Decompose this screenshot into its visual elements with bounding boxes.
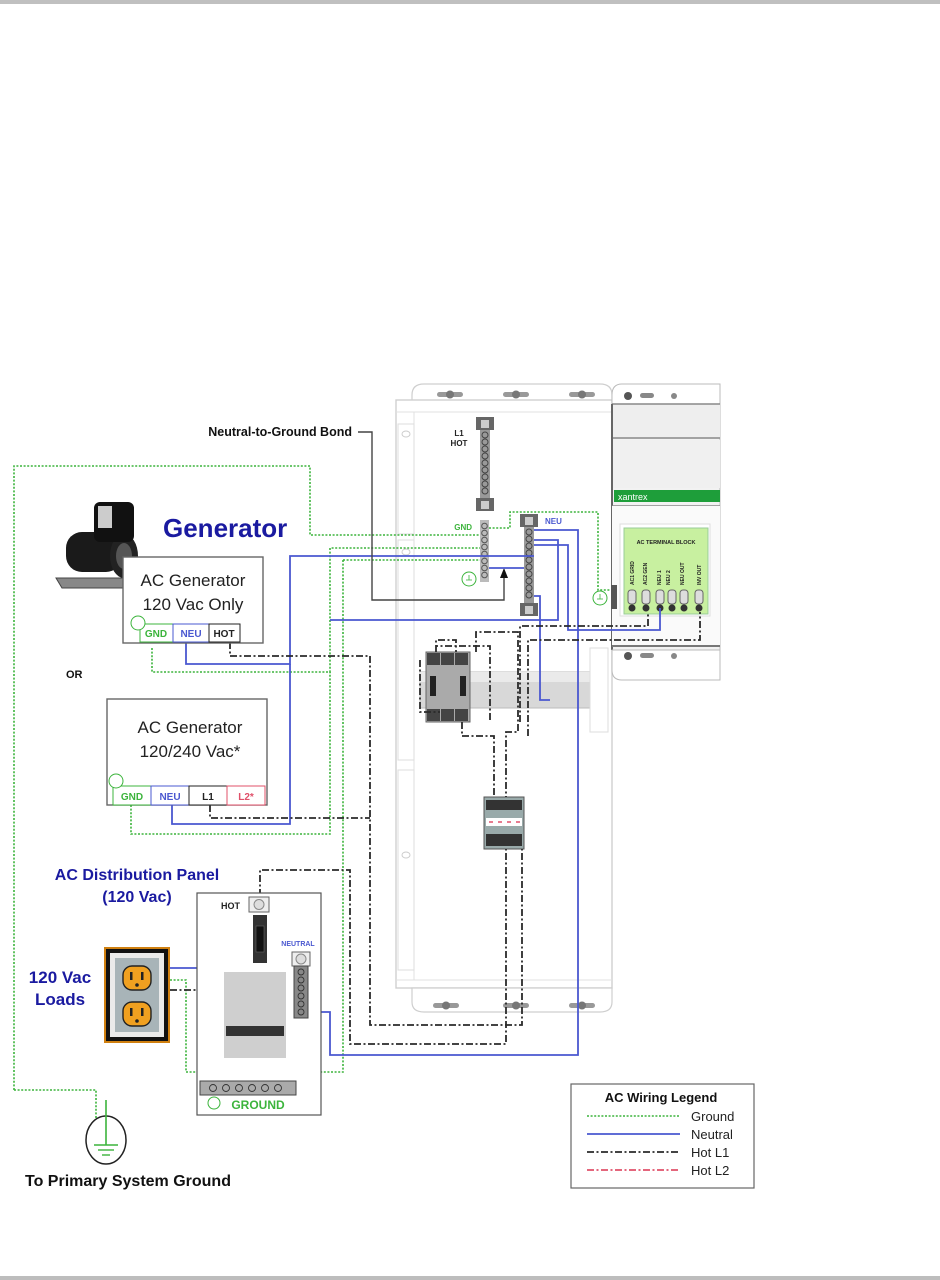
- gnd-bus-label: GND: [454, 523, 472, 532]
- hot-l1-wire: [527, 612, 701, 736]
- neutral-wire: [534, 595, 550, 701]
- inverter-ground-lug: [611, 585, 617, 609]
- l1-bus-label-1: L1: [454, 429, 464, 438]
- dist-ground-label: GROUND: [231, 1098, 285, 1112]
- ground-wire: [14, 1089, 97, 1120]
- neutral-ground-bond-line: [358, 431, 505, 601]
- branch-breaker-block: [483, 796, 525, 850]
- distribution-panel: HOT NEUTRAL GROUND: [196, 892, 322, 1116]
- loads-label-1: 120 Vac: [29, 968, 91, 987]
- hot-l1-wire: [209, 805, 370, 819]
- dist-branch-breaker: [226, 1026, 284, 1036]
- terminal-label: NEU 2: [666, 570, 672, 585]
- distribution-panel-title-2: (120 Vac): [102, 889, 171, 906]
- page-bottom-rule: [0, 1276, 940, 1280]
- hot-l1-wire: [259, 849, 507, 1045]
- terminal-label: AC2 GEN: [643, 562, 649, 585]
- legend-label: Hot L1: [691, 1145, 729, 1160]
- hot-l1-wire: [475, 631, 519, 797]
- duplex-outlet-icon: [104, 947, 170, 1043]
- mounting-screw-icon: [503, 390, 529, 399]
- neutral-wire: [330, 539, 559, 621]
- dist-neutral-label: NEUTRAL: [281, 941, 315, 948]
- ground-bus-bar: [480, 520, 489, 582]
- terminal-label: NEU OUT: [680, 563, 686, 586]
- ground-wire: [13, 465, 480, 1090]
- ground-symbol-icon: [592, 590, 608, 606]
- terminal-screws: [627, 589, 704, 612]
- gen1-terminal-neu: NEU: [180, 629, 201, 640]
- gen2-title-1: AC Generator: [138, 718, 243, 737]
- legend-title: AC Wiring Legend: [605, 1090, 718, 1105]
- mounting-screw-icon: [569, 390, 595, 399]
- hot-l1-wire: [461, 722, 495, 797]
- earth-ground-icon: [85, 1100, 127, 1165]
- wiring-legend: AC Wiring Legend Ground Neutral Hot L1 H…: [570, 1083, 755, 1189]
- mounting-screw-icon: [569, 1001, 595, 1010]
- hot-l1-wire: [419, 639, 491, 720]
- gen2-terminal-neu: NEU: [159, 792, 180, 803]
- gen1-terminal-hot: HOT: [213, 629, 234, 640]
- gen2-title-2: 120/240 Vac*: [140, 742, 241, 761]
- terminal-label: AC1 GRID: [630, 561, 636, 585]
- terminal-label: NEU 1: [657, 570, 663, 585]
- inverter-screw-icon: [624, 392, 677, 400]
- legend-label: Neutral: [691, 1127, 733, 1142]
- gen1-title-2: 120 Vac Only: [143, 595, 244, 614]
- gen1-title-1: AC Generator: [141, 571, 246, 590]
- wiring: [13, 431, 701, 1120]
- primary-ground-label: To Primary System Ground: [25, 1173, 231, 1190]
- ac-generator-240-box: AC Generator 120/240 Vac* GND NEU L1 L2*: [106, 698, 268, 806]
- inverter-screw-icon: [624, 652, 677, 660]
- ground-symbol-icon: [130, 615, 146, 631]
- legend-label: Hot L2: [691, 1163, 729, 1178]
- neutral-wire: [534, 544, 661, 631]
- distribution-panel-title-1: AC Distribution Panel: [55, 867, 219, 884]
- gen2-terminal-gnd: GND: [121, 792, 143, 803]
- or-label: OR: [66, 669, 83, 681]
- ground-wire: [489, 511, 611, 591]
- generator-heading: Generator: [163, 513, 287, 543]
- hot-l1-wire: [519, 612, 649, 722]
- neutral-ground-bond-callout: Neutral-to-Ground Bond: [208, 425, 352, 439]
- mounting-screw-icon: [437, 390, 463, 399]
- loads-label-2: Loads: [35, 990, 85, 1009]
- ac-terminal-block: [623, 527, 709, 615]
- hot-l1-wire: [170, 989, 226, 1031]
- dist-hot-label: HOT: [221, 901, 241, 911]
- inverter-brand-label: xantrex: [618, 492, 648, 502]
- neutral-wire: [312, 529, 579, 1056]
- l1-hot-bus-bar: [476, 417, 494, 511]
- bond-arrow-icon: [500, 568, 508, 578]
- inverter-brand-bar: [614, 490, 720, 502]
- ground-wire: [130, 672, 331, 835]
- legend-label: Ground: [691, 1109, 734, 1124]
- transfer-panel: L1 HOT GND: [395, 383, 613, 1013]
- gen2-terminal-l1: L1: [202, 792, 214, 803]
- inverter-unit: xantrex AC TERMINAL BLOCK AC1 GRID AC2 G…: [592, 383, 721, 681]
- ground-symbol-icon: [108, 773, 124, 789]
- terminal-block-title: AC TERMINAL BLOCK: [637, 540, 696, 546]
- l1-bus-label-2: HOT: [451, 439, 468, 448]
- ground-symbol-icon: [207, 1096, 221, 1110]
- neu-bus-label: NEU: [545, 517, 562, 526]
- gen2-terminal-l2: L2*: [238, 792, 254, 803]
- ac-generator-120-box: AC Generator 120 Vac Only GND NEU HOT: [122, 556, 264, 644]
- ground-symbol-icon: [461, 571, 477, 587]
- neutral-wire: [171, 664, 291, 825]
- page-top-rule: [0, 0, 940, 4]
- mounting-screw-icon: [433, 1001, 459, 1010]
- terminal-label: INV OUT: [697, 565, 703, 585]
- hot-l1-wire: [229, 642, 523, 1026]
- gen1-terminal-gnd: GND: [145, 629, 167, 640]
